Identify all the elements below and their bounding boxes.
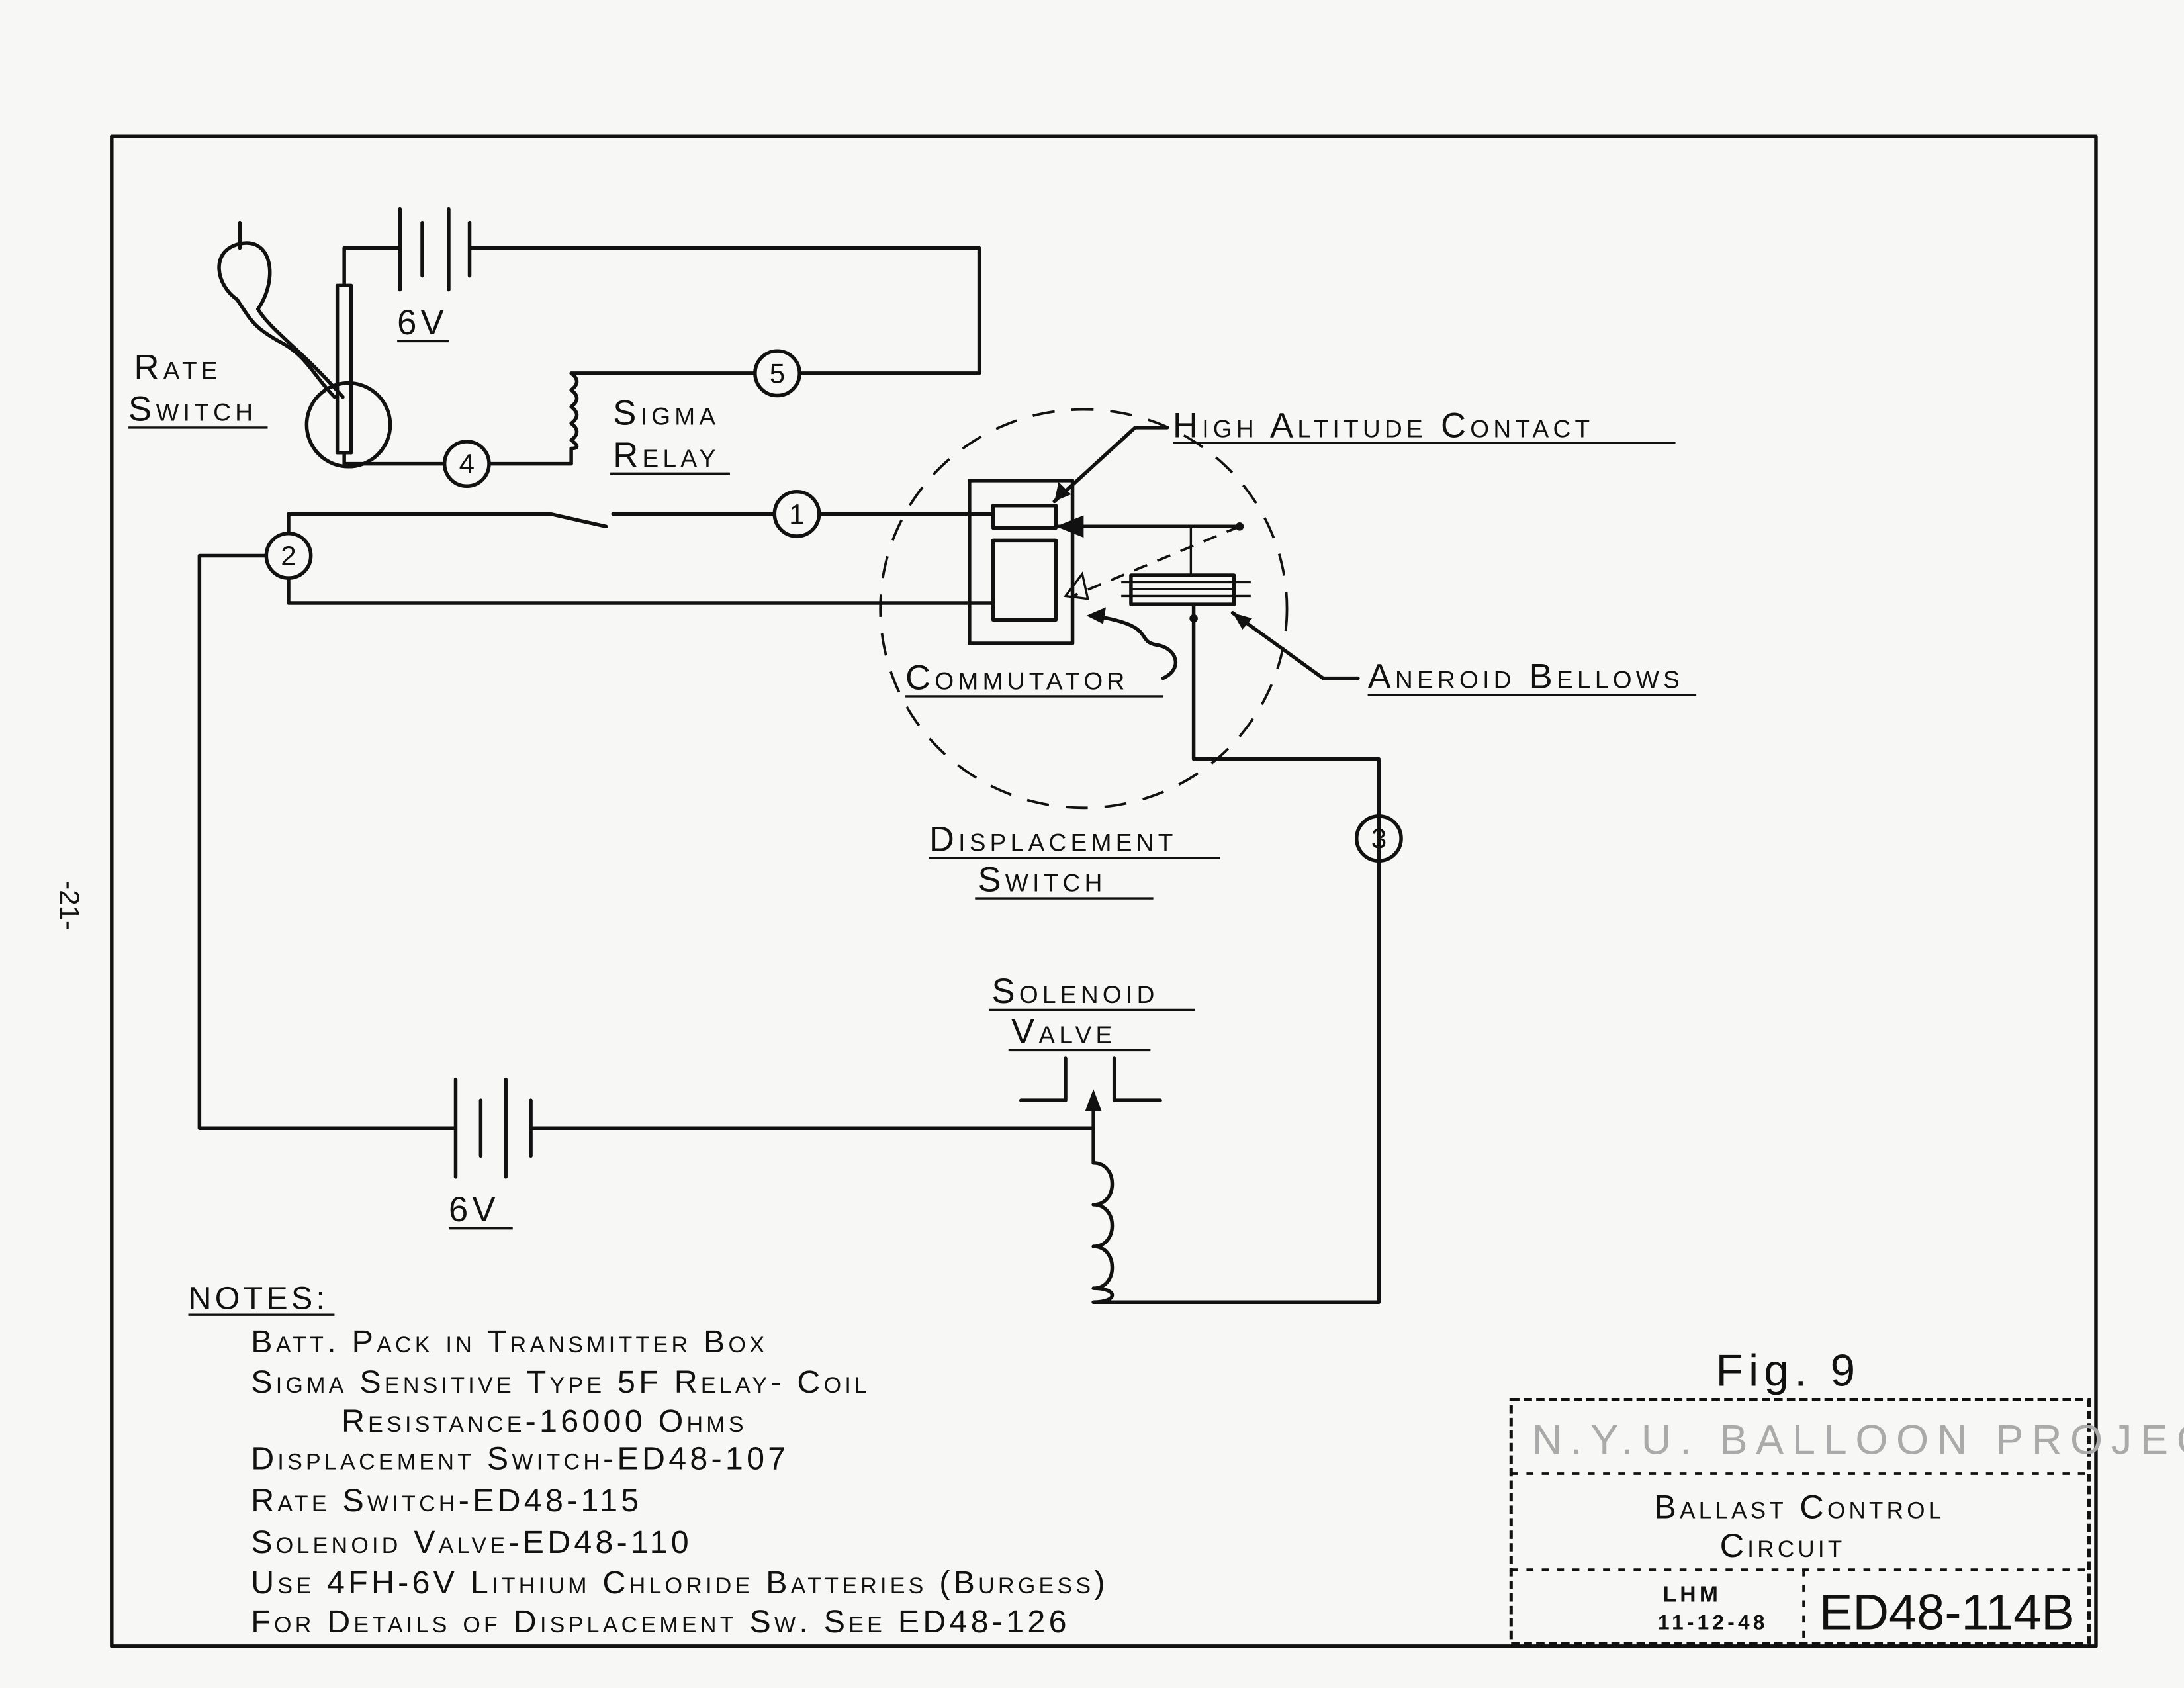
relay-contact-wire: [287, 512, 995, 534]
drawing-border: [110, 134, 2098, 1648]
drawing-title: Circuit: [1720, 1526, 1846, 1564]
note-item: Use 4FH-6V Lithium Chloride Batteries (B…: [251, 1565, 1109, 1601]
terminal-2: 2: [264, 532, 313, 580]
rate-switch-label: Rate: [134, 348, 221, 387]
solenoid-valve-label: Valve: [1011, 1012, 1116, 1051]
battery-top-label: 6V: [397, 303, 448, 342]
commutator-label: Commutator: [905, 658, 1128, 697]
svg-text:5: 5: [770, 357, 785, 389]
drawn-by: LHM: [1662, 1583, 1721, 1607]
page-number: -21-: [54, 880, 85, 930]
commutator-leader: [1098, 615, 1178, 680]
note-item: Displacement Switch-ED48-107: [251, 1441, 789, 1477]
solenoid-valve-label: Solenoid: [992, 972, 1159, 1011]
sigma-relay-label: Sigma: [613, 394, 719, 433]
displacement-switch-outline: [879, 408, 1289, 810]
commutator-wire: [287, 577, 995, 605]
notes-heading: NOTES:: [189, 1281, 329, 1317]
terminal-4: 4: [442, 440, 491, 489]
rate-switch: [217, 220, 445, 469]
notes: NOTES: Batt. Pack in Transmitter Box Sig…: [189, 1281, 1109, 1640]
note-item: Rate Switch-ED48-115: [251, 1483, 642, 1519]
bottom-battery: [197, 553, 1095, 1179]
svg-text:4: 4: [459, 448, 475, 479]
drawing-title: Ballast Control: [1654, 1487, 1944, 1525]
high-altitude-contact-label: High Altitude Contact: [1173, 406, 1594, 445]
terminal-5: 5: [753, 349, 801, 398]
drawing-date: 11-12-48: [1658, 1611, 1768, 1634]
svg-text:1: 1: [789, 498, 804, 530]
note-item: Resistance-16000 Ohms: [341, 1403, 747, 1439]
note-item: Batt. Pack in Transmitter Box: [251, 1324, 768, 1360]
commutator: [968, 479, 1244, 645]
note-item: For Details of Displacement Sw. See ED48…: [251, 1604, 1070, 1640]
stamp: N.Y.U. BALLOON PROJECT: [1532, 1417, 2184, 1464]
figure-number: Fig. 9: [1716, 1346, 1861, 1395]
displacement-switch-label: Displacement: [929, 820, 1177, 859]
solenoid-valve: [1019, 1056, 1162, 1304]
displacement-switch-label: Switch: [978, 861, 1106, 900]
battery-bottom-label: 6V: [449, 1190, 500, 1229]
drawing-number: ED48-114B: [1819, 1585, 2075, 1641]
high-altitude-contact-leader: [1052, 426, 1169, 504]
aneroid-bellows: [1091, 526, 1381, 1304]
note-item: Solenoid Valve-ED48-110: [251, 1524, 692, 1560]
top-battery: [342, 207, 981, 375]
sigma-relay-coil: [488, 371, 756, 466]
title-block: Fig. 9 N.Y.U. BALLOON PROJECT Ballast Co…: [1509, 1346, 2184, 1646]
sigma-relay-label: Relay: [613, 436, 719, 475]
rate-switch-label: Switch: [128, 389, 257, 428]
note-item: Sigma Sensitive Type 5F Relay- Coil: [251, 1364, 870, 1400]
svg-text:2: 2: [281, 540, 296, 571]
aneroid-bellows-leader: [1230, 611, 1360, 680]
terminal-1: 1: [772, 489, 821, 538]
aneroid-bellows-label: Aneroid Bellows: [1368, 657, 1684, 696]
